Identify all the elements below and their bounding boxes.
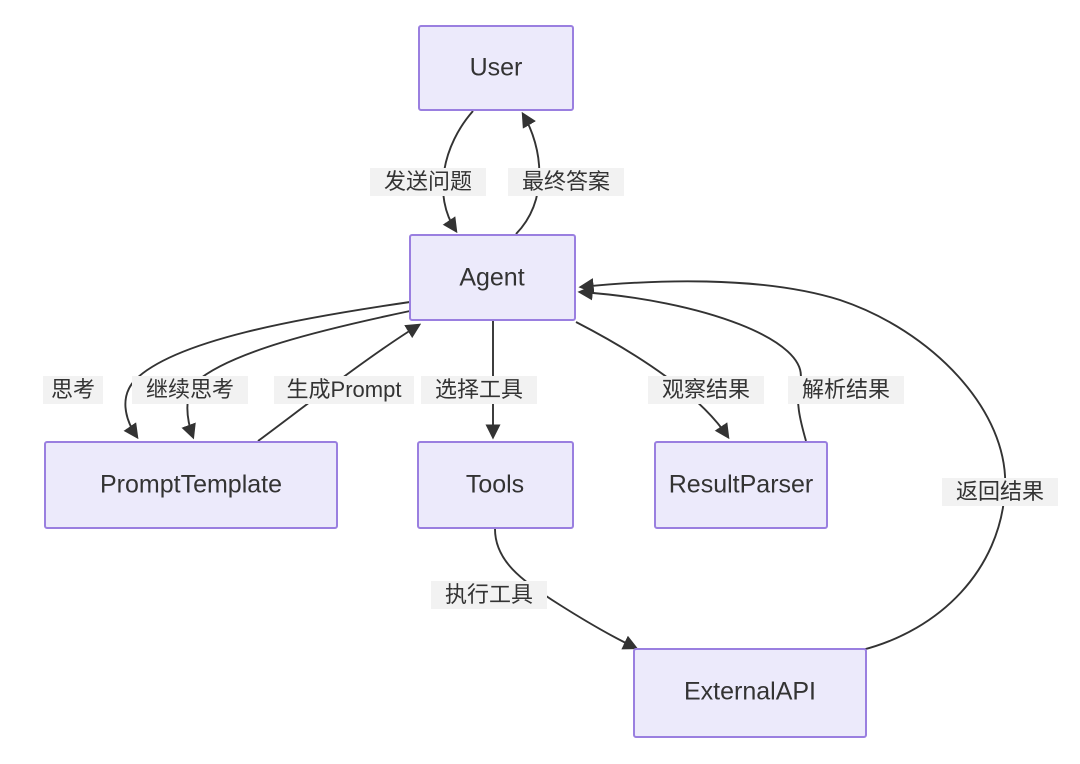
- edge-label-bg: [508, 168, 624, 196]
- edge-externalapi-to-agent: [578, 278, 1006, 651]
- edge-label-bg: [132, 376, 248, 404]
- edge-label-send-question: 发送问题: [370, 168, 486, 196]
- edge-label-bg: [421, 376, 537, 404]
- edge-label-parse-result: 解析结果: [788, 376, 904, 404]
- edge-labels-layer: 发送问题 最终答案 思考 继续思考 生成Prompt 选择工具: [43, 168, 1058, 609]
- edge-label-text: 生成Prompt: [287, 377, 402, 402]
- edge-agent-to-prompttemplate-think: [123, 301, 411, 440]
- node-tools-rect[interactable]: [417, 441, 574, 529]
- node-tools[interactable]: Tools: [417, 441, 574, 529]
- node-agent[interactable]: Agent: [409, 234, 576, 321]
- node-prompttemplate-rect[interactable]: [44, 441, 338, 529]
- node-externalapi-rect[interactable]: [633, 648, 867, 738]
- edge-label-text: 返回结果: [956, 479, 1044, 504]
- edge-label-text: 观察结果: [662, 377, 750, 402]
- edge-label-generate-prompt: 生成Prompt: [274, 376, 414, 404]
- edge-label-final-answer: 最终答案: [508, 168, 624, 196]
- node-user[interactable]: User: [418, 25, 574, 111]
- edge-label-text: 选择工具: [435, 377, 523, 402]
- edge-label-continue-think: 继续思考: [132, 376, 248, 404]
- edge-label-text: 最终答案: [522, 169, 610, 194]
- edge-label-execute-tool: 执行工具: [431, 581, 547, 609]
- node-user-rect[interactable]: [418, 25, 574, 111]
- edge-label-observe-result: 观察结果: [648, 376, 764, 404]
- edge-label-text: 发送问题: [384, 169, 472, 194]
- edge-label-text: 继续思考: [146, 377, 234, 402]
- edge-resultparser-to-agent: [577, 285, 807, 442]
- edge-label-return-result: 返回结果: [942, 478, 1058, 506]
- edge-label-think: 思考: [43, 376, 103, 404]
- edge-label-text: 解析结果: [802, 377, 890, 402]
- edge-label-text: 执行工具: [445, 582, 533, 607]
- edge-label-bg: [43, 376, 103, 404]
- edge-label-bg: [942, 478, 1058, 506]
- edge-label-bg: [370, 168, 486, 196]
- node-resultparser-rect[interactable]: [654, 441, 828, 529]
- node-agent-rect[interactable]: [409, 234, 576, 321]
- node-resultparser[interactable]: ResultParser: [654, 441, 828, 529]
- edge-tools-to-externalapi: [494, 528, 639, 650]
- edge-label-bg: [431, 581, 547, 609]
- edge-label-bg: [648, 376, 764, 404]
- node-prompttemplate[interactable]: PromptTemplate: [44, 441, 338, 529]
- edge-label-bg: [274, 376, 414, 404]
- edge-agent-to-prompttemplate-continue: [181, 310, 411, 440]
- node-externalapi[interactable]: ExternalAPI: [633, 648, 867, 738]
- edge-label-select-tool: 选择工具: [421, 376, 537, 404]
- edge-label-text: 思考: [51, 377, 95, 402]
- edge-label-bg: [788, 376, 904, 404]
